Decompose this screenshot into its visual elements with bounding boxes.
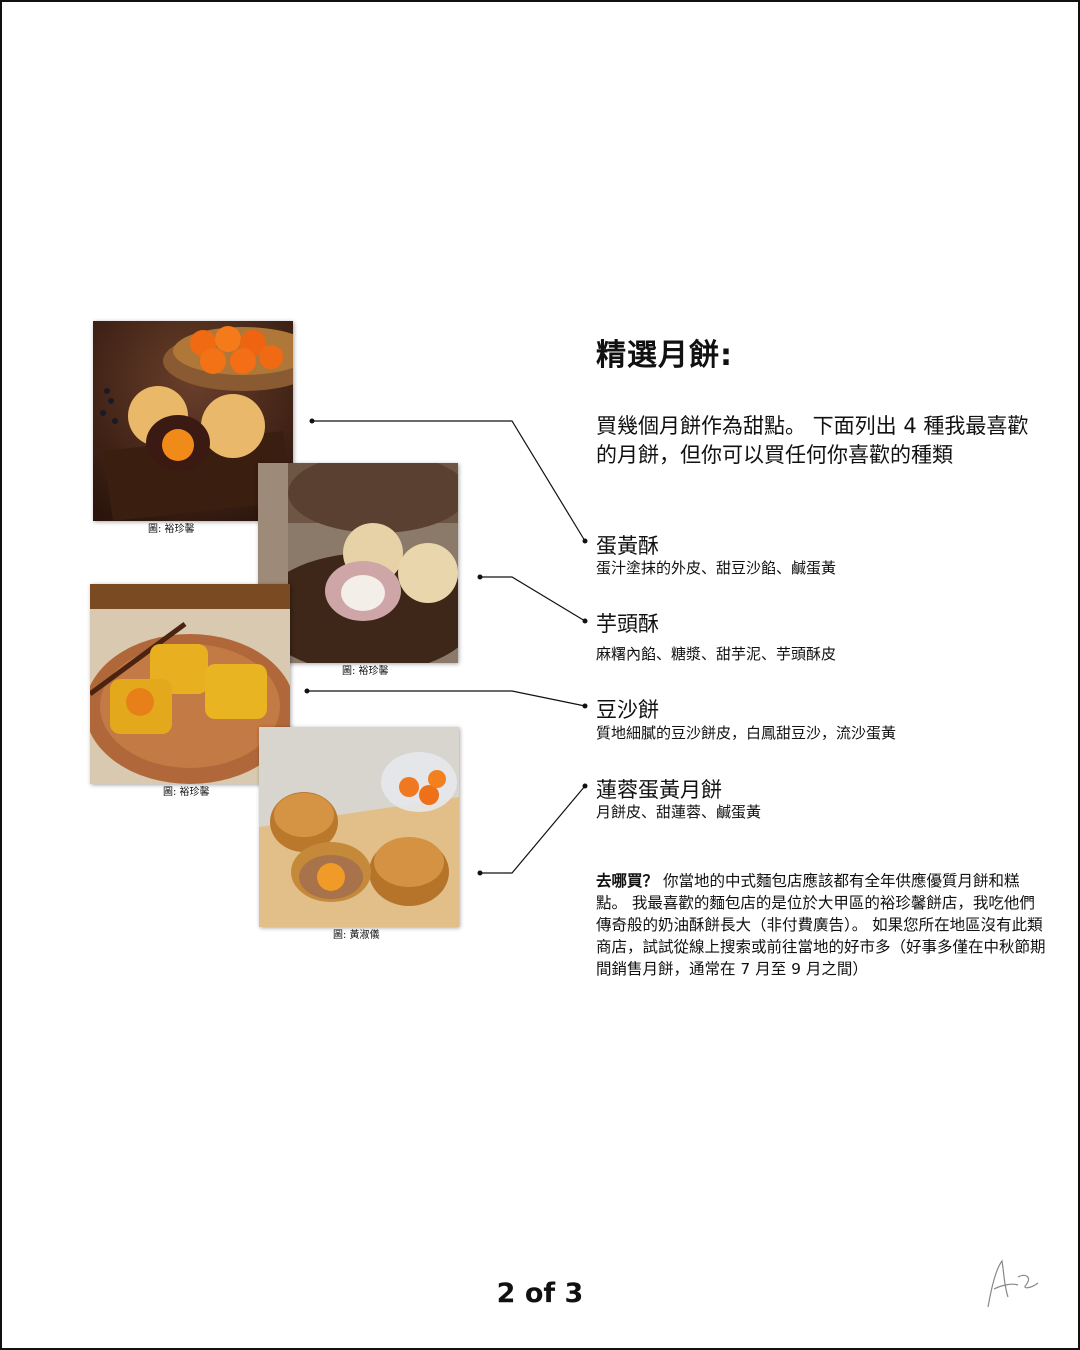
signature-icon <box>987 1259 1039 1308</box>
item-desc-4: 月餅皮、甜蓮蓉、鹹蛋黃 <box>596 803 762 821</box>
photo-credit-3: 圖: 裕珍馨 <box>163 787 210 798</box>
photo-bean-paste-cake <box>90 584 290 784</box>
item-name-2: 芋頭酥 <box>596 612 659 636</box>
item-name-3: 豆沙餅 <box>596 698 659 722</box>
where-to-buy-text: 你當地的中式麵包店應該都有全年供應優質月餅和糕點。 我最喜歡的麵包店的是位於大甲… <box>596 872 1046 978</box>
item-desc-2: 麻糬內餡、糖漿、甜芋泥、芋頭酥皮 <box>596 645 837 663</box>
item-name-1: 蛋黃酥 <box>596 534 659 558</box>
item-desc-1: 蛋汁塗抹的外皮、甜豆沙餡、鹹蛋黃 <box>596 559 837 577</box>
photo-lotus-mooncake <box>259 727 459 927</box>
intro-paragraph: 買幾個月餅作為甜點。 下面列出 4 種我最喜歡的月餅，但你可以買任何你喜歡的種類 <box>596 414 1029 467</box>
photo-credit-1: 圖: 裕珍馨 <box>148 524 195 535</box>
section-title: 精選月餅: <box>596 338 733 373</box>
where-to-buy-label: 去哪買？ <box>596 872 659 890</box>
item-name-4: 蓮蓉蛋黃月餅 <box>596 778 722 802</box>
item-desc-3: 質地細膩的豆沙餅皮，白鳳甜豆沙，流沙蛋黃 <box>596 724 897 742</box>
photo-credit-4: 圖: 黃淑儀 <box>333 930 380 941</box>
where-to-buy: 去哪買？ 你當地的中式麵包店應該都有全年供應優質月餅和糕點。 我最喜歡的麵包店的… <box>596 870 1048 980</box>
photo-egg-yolk-pastry <box>93 321 293 521</box>
photo-credit-2: 圖: 裕珍馨 <box>342 666 389 677</box>
page-number: 2 of 3 <box>496 1278 584 1309</box>
